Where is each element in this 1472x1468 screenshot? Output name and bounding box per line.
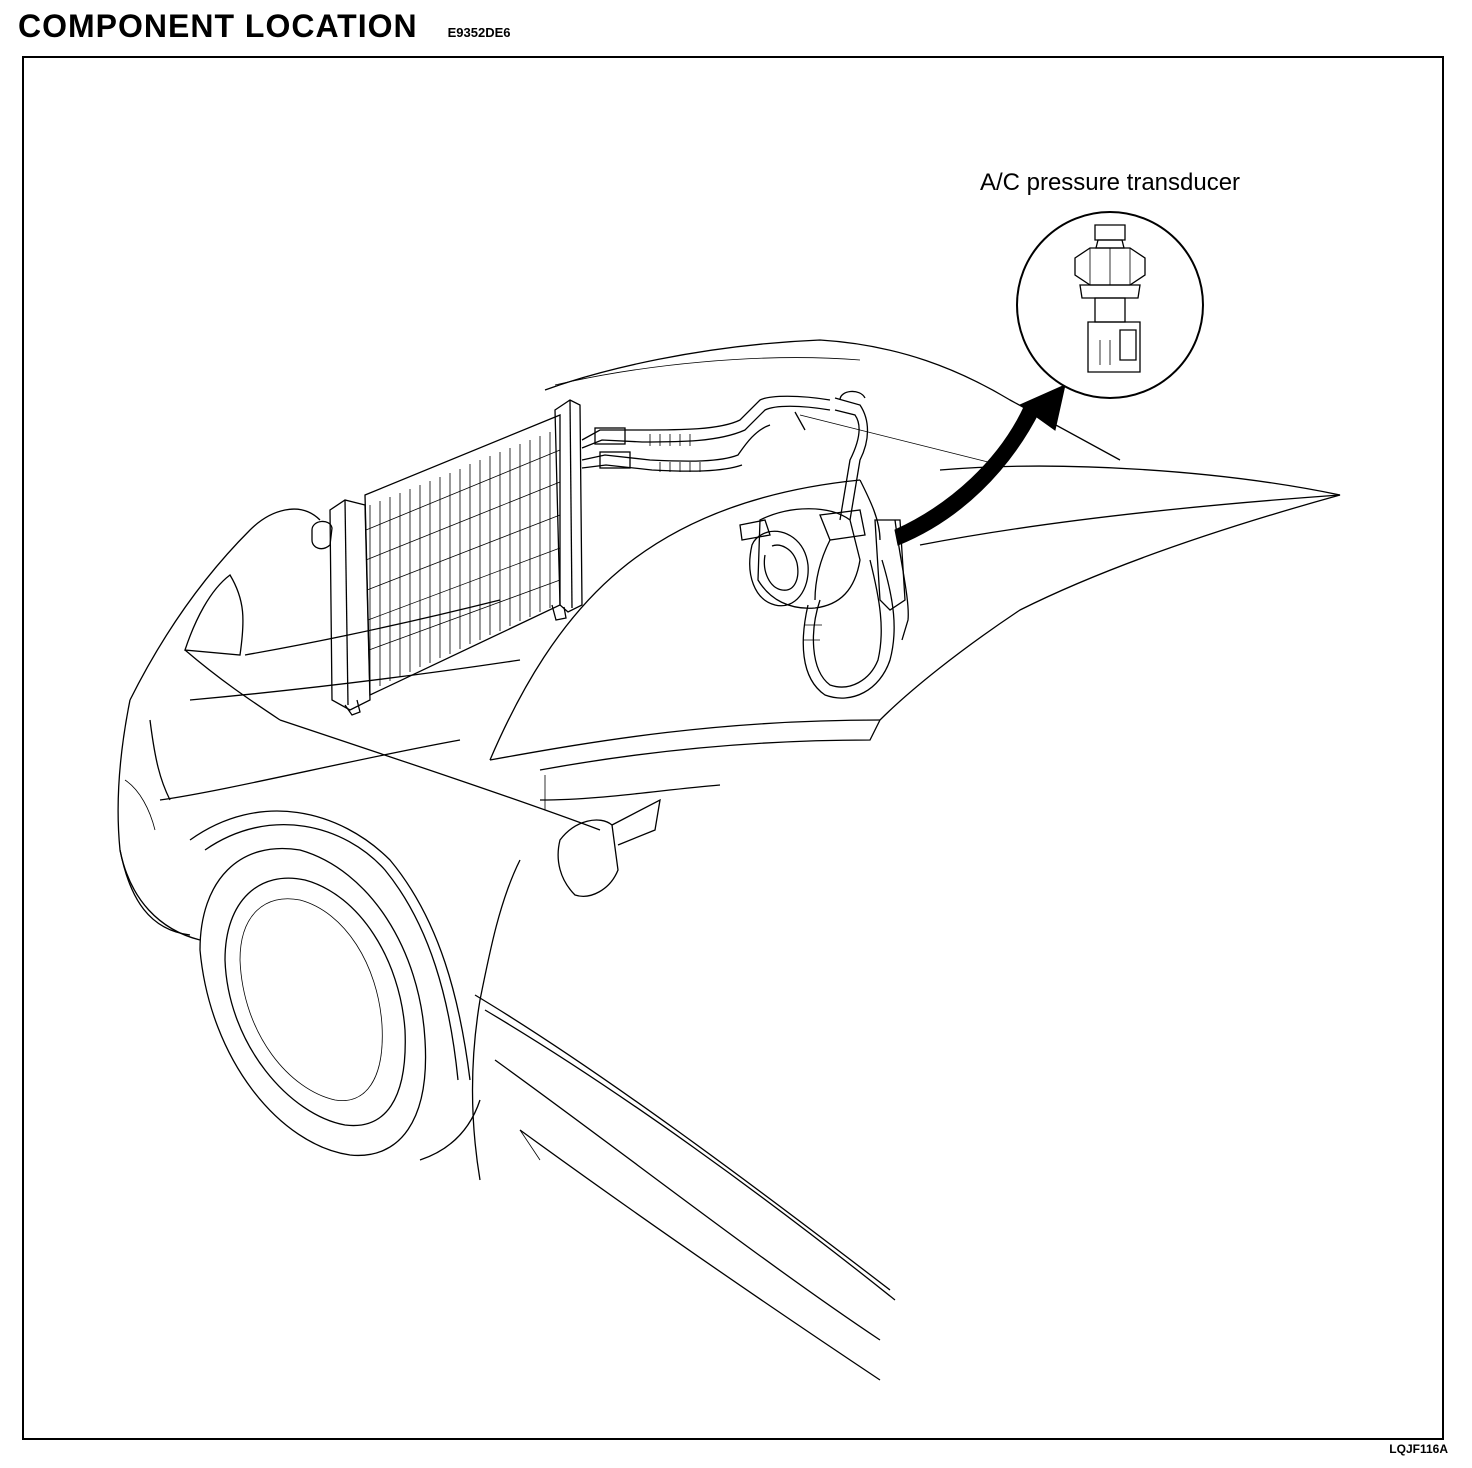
condenser-fins bbox=[365, 432, 561, 690]
ac-refrigerant-lines bbox=[581, 390, 869, 521]
page-header: COMPONENT LOCATION E9352DE6 bbox=[18, 8, 511, 52]
callout-arrow bbox=[894, 384, 1066, 546]
condenser-illustration bbox=[311, 399, 583, 716]
compressor-illustration bbox=[739, 479, 909, 699]
page-title: COMPONENT LOCATION bbox=[18, 8, 418, 44]
transducer-detail: A/C pressure transducer bbox=[980, 169, 1240, 399]
vehicle-outline bbox=[117, 339, 1341, 1381]
figure-code: LQJF116A bbox=[1389, 1442, 1448, 1456]
document-code: E9352DE6 bbox=[447, 25, 511, 40]
callout-label: A/C pressure transducer bbox=[980, 169, 1240, 196]
pressure-transducer-illustration bbox=[1074, 224, 1146, 373]
diagram-frame bbox=[22, 56, 1444, 1440]
